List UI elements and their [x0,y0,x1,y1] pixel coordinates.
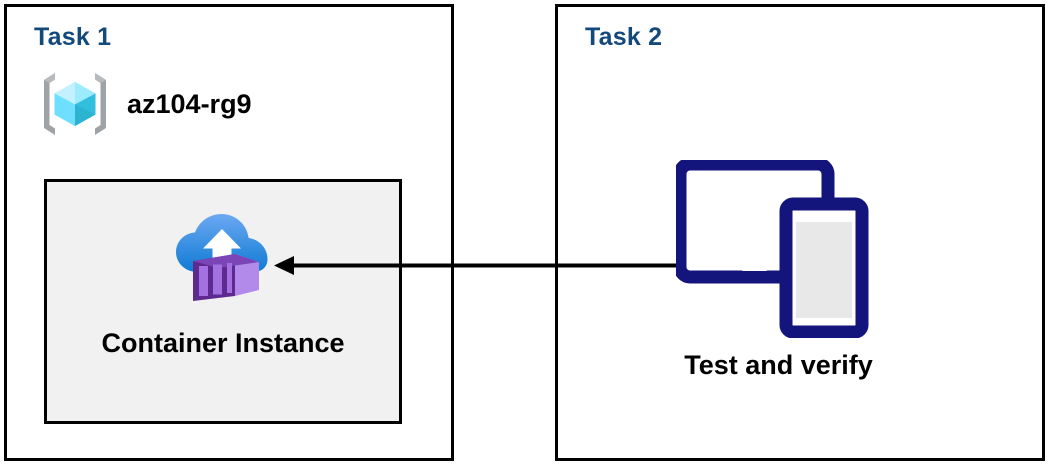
azure-container-instance-icon [176,214,268,301]
panel-task-1: Task 1 az104-rg9 [4,4,454,461]
resource-group-row: az104-rg9 [37,66,252,142]
panel-task-1-title: Task 1 [34,23,112,51]
azure-resource-group-icon [44,73,106,135]
resource-group-label: az104-rg9 [127,88,252,119]
container-instance-label: Container Instance [101,328,345,358]
test-and-verify-label: Test and verify [684,350,873,380]
panel-task-2-title: Task 2 [585,23,663,51]
tablet-and-phone-icon [676,160,869,338]
container-instance-box: Container Instance [44,179,402,424]
